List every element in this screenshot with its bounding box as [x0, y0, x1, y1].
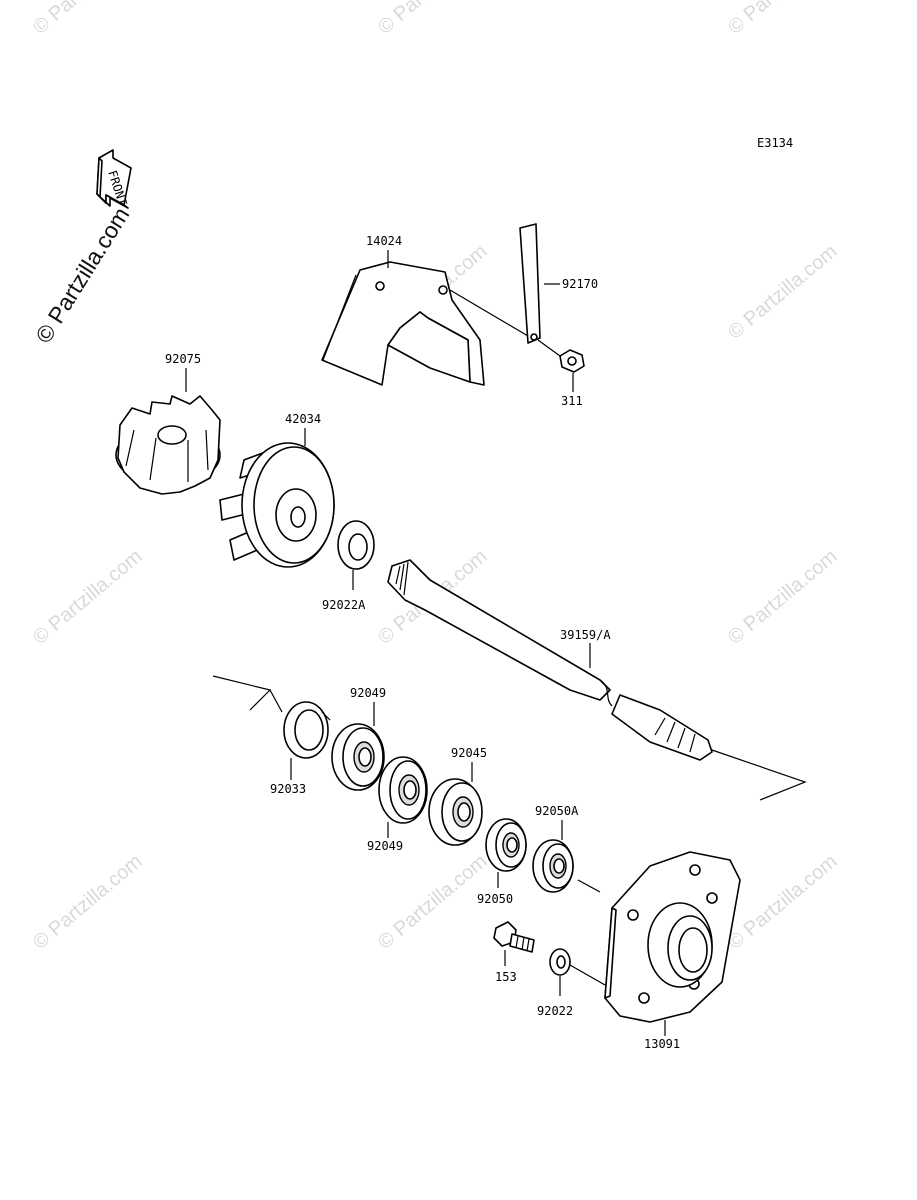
diagram-code: E3134 [757, 136, 793, 150]
bolt-153 [493, 921, 535, 953]
watermark: © Partzilla.com [29, 850, 146, 953]
part-label-42034: 42034 [285, 412, 321, 426]
axis-line-right [711, 749, 807, 801]
part-label-13091: 13091 [644, 1037, 680, 1051]
part-label-92075: 92075 [165, 352, 201, 366]
seal-92050 [485, 818, 527, 872]
watermark: © Partzilla.com [29, 545, 146, 648]
watermark: © Partzilla.com [29, 0, 146, 39]
part-label-39159A: 39159/A [560, 628, 611, 642]
watermark: © Partzilla.com [724, 850, 841, 953]
axis-line-left [212, 675, 272, 711]
part-label-153: 153 [495, 970, 517, 984]
part-label-14024: 14024 [366, 234, 402, 248]
watermark: © Partzilla.com [724, 240, 841, 343]
part-label-92045: 92045 [451, 746, 487, 760]
part-label-92170: 92170 [562, 277, 598, 291]
bearing-92045 [428, 778, 483, 846]
part-label-92033: 92033 [270, 782, 306, 796]
seal-92050A [532, 839, 574, 893]
part-label-92022A: 92022A [322, 598, 366, 612]
housing-13091 [604, 851, 741, 1023]
bearing-92049-upper [331, 723, 385, 791]
part-label-311: 311 [561, 394, 583, 408]
watermark: © Partzilla.com [724, 0, 841, 39]
cover-14024 [321, 261, 485, 386]
watermark: © Partzilla.com [374, 0, 491, 39]
watermark-main: © Partzilla.com [30, 202, 134, 347]
washer-92022A [337, 520, 375, 570]
impeller-42034 [219, 442, 335, 568]
front-arrow-icon: FRONT [96, 149, 132, 209]
washer-92022 [549, 948, 571, 976]
shaft-39159A [387, 559, 713, 761]
watermark: © Partzilla.com [374, 850, 491, 953]
circlip-92033 [283, 701, 331, 759]
part-label-92050: 92050 [477, 892, 513, 906]
part-label-92022: 92022 [537, 1004, 573, 1018]
part-label-92050A: 92050A [535, 804, 579, 818]
watermark: © Partzilla.com [724, 545, 841, 648]
bearing-92049-lower [378, 756, 428, 824]
part-label-92049-lower: 92049 [367, 839, 403, 853]
part-label-92049-upper: 92049 [350, 686, 386, 700]
bar-92170 [519, 223, 541, 344]
coupler-92075 [115, 395, 221, 495]
